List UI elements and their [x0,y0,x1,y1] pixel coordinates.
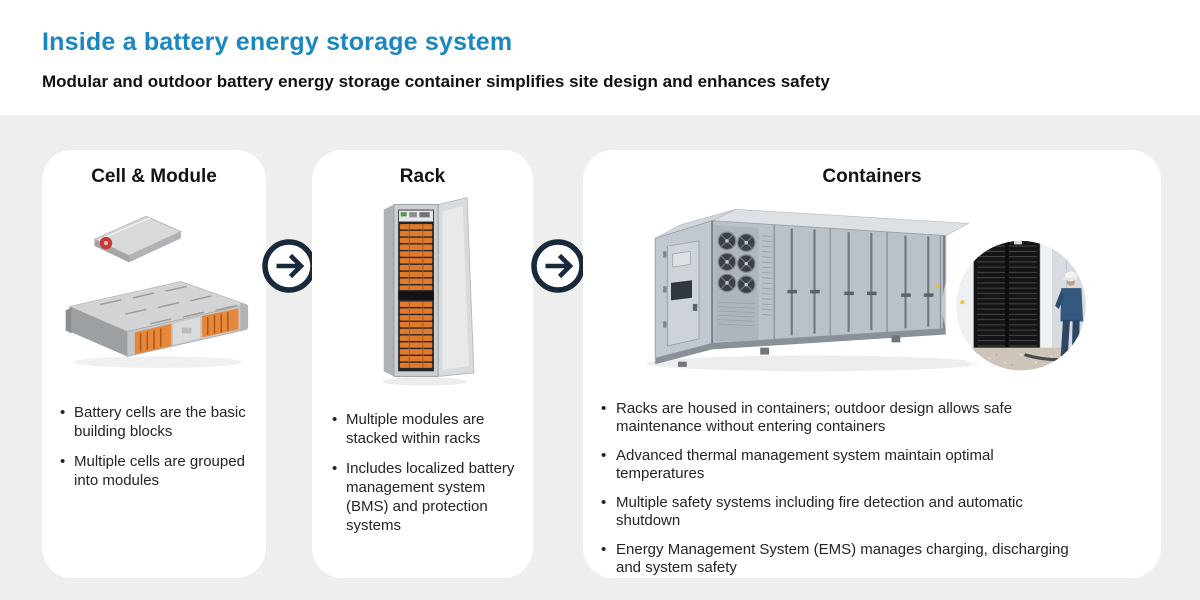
content-stage: Cell & Module [0,115,1200,600]
bullet-item: Advanced thermal management system maint… [599,447,1086,483]
cell-module-image [58,202,250,391]
bullet-item: Battery cells are the basic building blo… [58,403,254,441]
bullet-item: Multiple safety systems including fire d… [599,494,1086,530]
panel-containers: Containers [583,150,1161,578]
bullet-item: Energy Management System (EMS) manages c… [599,541,1086,577]
page-subtitle: Modular and outdoor battery energy stora… [42,72,830,91]
bullet-item: Multiple modules are stacked within rack… [330,410,526,448]
containers-illustration [646,209,1100,385]
arrow-right-circle-icon [260,237,318,295]
inset-open-container-photo [942,226,1100,385]
panel-cell-module: Cell & Module [42,150,266,578]
cell-module-illustration [65,215,249,368]
panel-cell-module-title: Cell & Module [91,166,217,187]
bullet-item: Multiple cells are grouped into modules [58,452,254,490]
rack-illustration [382,197,475,386]
panel-rack-title: Rack [399,166,446,187]
door-lock-rods [790,228,930,336]
page-header: Inside a battery energy storage system M… [0,0,1200,115]
panel-rack: Rack [312,150,533,578]
rack-image [358,196,486,395]
page-title: Inside a battery energy storage system [42,28,513,56]
bullet-item: Includes localized battery management sy… [330,459,526,535]
panel-containers-title: Containers [822,166,922,187]
arrow-right-circle-icon [529,237,587,295]
rack-bullets: Multiple modules are stacked within rack… [330,410,526,535]
containers-bullets: Racks are housed in containers; outdoor … [599,400,1119,577]
containers-image [629,190,1119,393]
fan-icons [717,231,756,294]
cell-module-bullets: Battery cells are the basic building blo… [58,403,254,490]
bullet-item: Racks are housed in containers; outdoor … [599,400,1086,436]
